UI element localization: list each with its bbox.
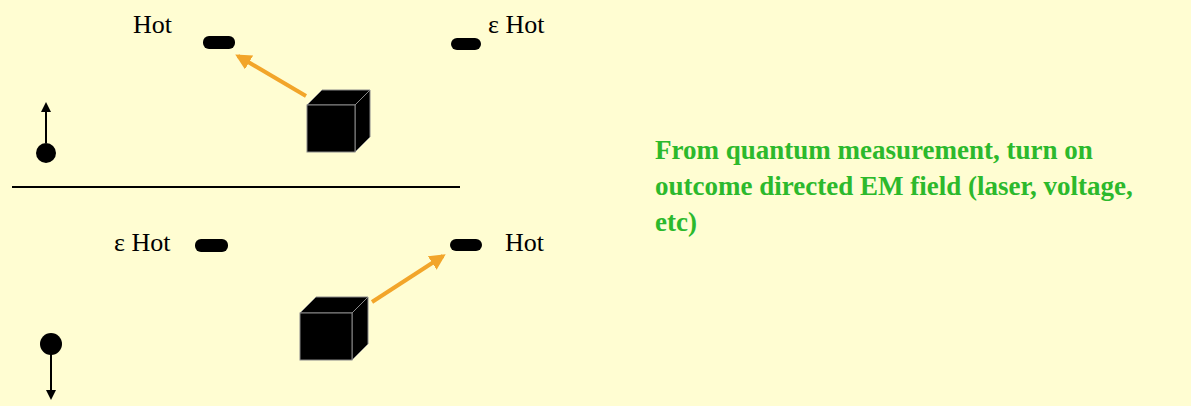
state-label: Hot: [133, 10, 172, 40]
level-bar: [450, 239, 482, 251]
field-arrow: [372, 256, 443, 302]
state-label: ε Hot: [488, 10, 544, 40]
level-bar: [203, 36, 235, 49]
annotation-text: From quantum measurement, turn on outcom…: [655, 132, 1155, 240]
cube-symbol: [307, 90, 370, 152]
spin-down-symbol: [40, 333, 62, 398]
field-arrow: [238, 56, 306, 96]
cube-symbol: [300, 297, 368, 360]
level-bar: [451, 38, 481, 50]
level-bar: [195, 239, 228, 252]
state-label: Hot: [505, 228, 544, 258]
divider-line: [12, 186, 460, 188]
spin-up-symbol: [36, 104, 56, 163]
state-label: ε Hot: [114, 228, 170, 258]
